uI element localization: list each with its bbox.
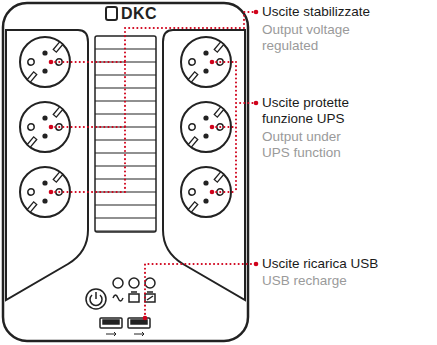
vent-slat bbox=[95, 230, 156, 231]
vent-slat bbox=[95, 74, 156, 75]
vent-slat bbox=[95, 152, 156, 153]
leader-dots bbox=[49, 10, 259, 321]
callout-label: Uscite protette funzione UPS bbox=[262, 95, 392, 127]
callout-translation: Output voltage regulated bbox=[262, 22, 372, 54]
callout-label: Uscite stabilizzate bbox=[262, 4, 412, 20]
logo-mark bbox=[106, 7, 117, 20]
callout-label: Uscite ricarica USB bbox=[262, 256, 412, 272]
brand-logo: DKC bbox=[121, 5, 181, 23]
vent-slat bbox=[95, 217, 156, 218]
control-panel bbox=[86, 278, 155, 336]
leader-lines bbox=[51, 12, 256, 318]
callout-translation: Output under UPS function bbox=[262, 129, 362, 161]
vent-slat bbox=[95, 204, 156, 205]
vent-slat bbox=[95, 87, 156, 88]
side-panel bbox=[6, 30, 88, 300]
side-panel bbox=[163, 30, 245, 300]
vent-slat bbox=[95, 165, 156, 166]
callout-translation: USB recharge bbox=[262, 273, 412, 289]
vent-slat bbox=[95, 139, 156, 140]
